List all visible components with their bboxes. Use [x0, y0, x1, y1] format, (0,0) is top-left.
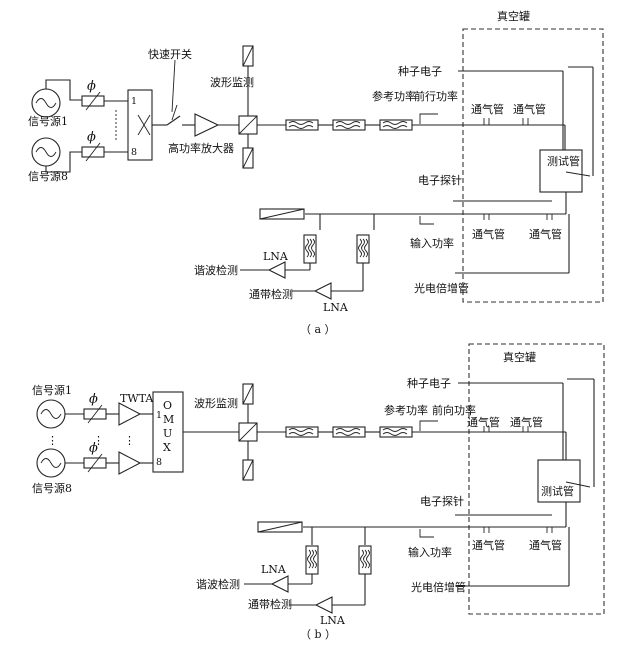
- passband-filter-b: [358, 545, 372, 575]
- switch-matrix-a: [127, 89, 153, 161]
- omux-port-8-b: 8: [156, 457, 162, 468]
- pmt-label-a: 光电倍增管: [414, 281, 469, 295]
- omux-letter-o: O: [163, 399, 172, 412]
- forward-power-label-b: 前向功率: [432, 403, 476, 417]
- omux-letter-m: M: [163, 413, 174, 426]
- input-power-label-b: 输入功率: [408, 545, 452, 559]
- caption-b: （ b ）: [300, 628, 336, 641]
- twta-8-b: [118, 451, 142, 475]
- harmonic-filter-b: [305, 545, 319, 575]
- waveguide-1-a: [285, 119, 319, 131]
- vent-tube-label-2b: 通气管: [510, 415, 543, 429]
- vent-tube-label-1a: 通气管: [471, 102, 504, 116]
- vent-tube-label-4a: 通气管: [529, 227, 562, 241]
- vent-tube-label-3b: 通气管: [472, 538, 505, 552]
- vacuum-tank-box-a: [462, 28, 604, 303]
- twta-label-b: TWTA: [120, 392, 154, 405]
- hpa-amplifier-a: [194, 113, 220, 137]
- omux-port-1-b: 1: [156, 410, 162, 421]
- signal-source-1-label: 信号源1: [28, 114, 68, 128]
- test-tube-box-a: [539, 149, 583, 193]
- vent-tube-label-1b: 通气管: [467, 415, 500, 429]
- diagram-b: 真空罐 信号源1 信号源8 ⋮ ϕ ϕ ⋮ TWTA ⋮ 1 8 O M U: [32, 343, 605, 641]
- switch-port-1-a: 1: [131, 96, 137, 107]
- dots-phase-b: ⋮: [93, 434, 104, 447]
- waveguide-2-b: [332, 426, 366, 438]
- passband-detect-label-a: 通带检测: [249, 287, 293, 301]
- harmonic-filter-a: [303, 234, 317, 264]
- harmonic-detect-label-b: 谐波检测: [196, 577, 240, 591]
- test-tube-label-b: 测试管: [541, 484, 574, 498]
- lna-label-2b: LNA: [320, 614, 346, 627]
- waveguide-2-a: [332, 119, 366, 131]
- lna-label-1a: LNA: [263, 250, 289, 263]
- forward-power-label-a: 前行功率: [414, 89, 458, 103]
- harmonic-detect-label-a: 谐波检测: [194, 263, 238, 277]
- waveguide-1-b: [285, 426, 319, 438]
- waveguide-3-a: [379, 119, 413, 131]
- waveform-monitor-label-a: 波形监测: [210, 76, 254, 89]
- omux-letter-x: X: [163, 441, 171, 454]
- phase-label-1-a: ϕ: [87, 79, 96, 94]
- lna-passband-a: [313, 282, 332, 300]
- signal-source-1b-label: 信号源1: [32, 383, 72, 397]
- pmt-label-b: 光电倍增管: [411, 580, 466, 594]
- vent-tube-label-2a: 通气管: [513, 102, 546, 116]
- switch-port-8-a: 8: [131, 147, 137, 158]
- reference-power-label-a: 参考功率: [372, 89, 416, 103]
- caption-a: （ a ）: [300, 323, 336, 336]
- lna-label-2a: LNA: [323, 301, 349, 314]
- phase-label-8-b: ϕ: [89, 441, 98, 456]
- passband-detect-label-b: 通带检测: [248, 597, 292, 611]
- vent-tube-label-4b: 通气管: [529, 538, 562, 552]
- lna-harmonic-b: [270, 575, 289, 593]
- reference-power-label-b: 参考功率: [384, 403, 428, 417]
- lna-passband-b: [314, 596, 333, 614]
- electron-probe-label-a: 电子探针: [418, 173, 462, 187]
- hpa-label: 高功率放大器: [168, 141, 234, 155]
- input-power-label-a: 输入功率: [410, 236, 454, 250]
- signal-source-8-label: 信号源8: [28, 169, 68, 183]
- omux-letter-u: U: [163, 427, 172, 440]
- lna-harmonic-a: [267, 261, 286, 279]
- lna-label-1b: LNA: [261, 563, 287, 576]
- waveform-monitor-label-b: 波形监测: [194, 397, 238, 410]
- phase-label-1-b: ϕ: [89, 392, 98, 407]
- dots-twta-b: ⋮: [124, 434, 135, 447]
- seed-electron-label-b: 种子电子: [407, 376, 451, 390]
- seed-electron-label-a: 种子电子: [398, 64, 442, 78]
- fast-switch-a: [166, 115, 181, 126]
- signal-source-8b-label: 信号源8: [32, 481, 72, 495]
- vacuum-tank-box-b: [468, 343, 605, 615]
- diagram-a: 真空罐 信号源1 信号源8 ϕ ϕ 1 8 快速开关: [28, 9, 604, 336]
- fast-switch-label: 快速开关: [148, 47, 192, 61]
- test-tube-label-a: 测试管: [547, 154, 580, 168]
- electron-probe-label-b: 电子探针: [420, 494, 464, 508]
- twta-1-b: [118, 402, 142, 426]
- test-tube-box-b: [537, 459, 581, 503]
- vacuum-tank-label-a: 真空罐: [497, 9, 530, 23]
- phase-label-8-a: ϕ: [87, 130, 96, 145]
- dots-sources-b: ⋮: [47, 434, 58, 447]
- vacuum-tank-label-b: 真空罐: [503, 350, 536, 364]
- waveguide-3-b: [379, 426, 413, 438]
- passband-filter-a: [356, 234, 370, 264]
- vent-tube-label-3a: 通气管: [472, 227, 505, 241]
